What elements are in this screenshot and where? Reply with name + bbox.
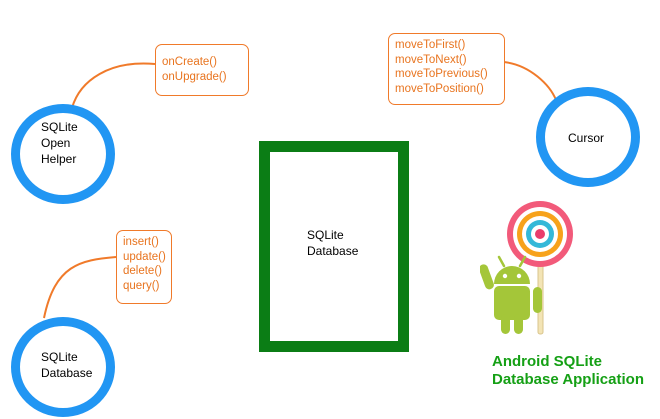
center-database-label-line-1: SQLite [307,228,344,242]
cursor-label: Cursor [568,131,605,145]
android-antenna-right [518,255,527,268]
method-onupgrade: onUpgrade() [162,70,227,83]
open-helper-label-line-3: Helper [41,152,77,166]
open-helper-label: SQLite Open Helper [41,119,78,167]
connector-cursor [503,61,557,101]
center-database-label-line-2: Database [307,244,359,258]
sqlite-database-label-line-1: SQLite [41,350,78,364]
center-database-rect [259,141,409,352]
android-arm-left [480,264,494,290]
cursor-methods-box: moveToFirst() moveToNext() moveToPreviou… [388,33,505,105]
method-delete: delete() [123,265,162,277]
sqlite-database-label-line-2: Database [41,366,93,380]
android-leg-right [514,314,523,334]
center-database-label: SQLite Database [307,227,358,259]
lollipop-icon [507,201,573,335]
method-movetonext: moveToNext() [395,53,467,66]
method-query: query() [123,279,160,292]
connector-open-helper [71,62,156,109]
android-robot-icon [480,255,542,334]
open-helper-methods-box: onCreate() onUpgrade() [155,44,249,96]
android-antenna-left [497,255,506,268]
android-body [494,286,530,320]
open-helper-label-line-2: Open [41,136,71,150]
method-movetofirst: moveToFirst() [395,39,466,51]
method-update: update() [123,250,166,263]
android-eye-left [502,273,508,279]
android-leg-left [501,314,510,334]
open-helper-circle [11,104,115,204]
sqlite-database-methods-box: insert() update() delete() query() [116,230,172,304]
method-insert: insert() [123,236,159,248]
connector-sqlite-database [43,256,117,319]
sqlite-database-label: SQLite Database [41,349,92,381]
method-movetoprevious: moveToPrevious() [395,68,488,80]
cursor-circle [536,87,640,187]
sqlite-database-circle [11,317,115,417]
method-movetoposition: moveToPosition() [395,82,484,95]
android-arm-right [533,287,542,313]
method-oncreate: onCreate() [162,56,217,68]
android-head [494,266,530,284]
app-title-line-1: Android SQLite [492,353,602,370]
android-eye-right [516,273,522,279]
app-title-line-2: Database Application [492,371,644,388]
open-helper-label-line-1: SQLite [41,120,78,134]
lollipop-candy-center [535,229,545,239]
